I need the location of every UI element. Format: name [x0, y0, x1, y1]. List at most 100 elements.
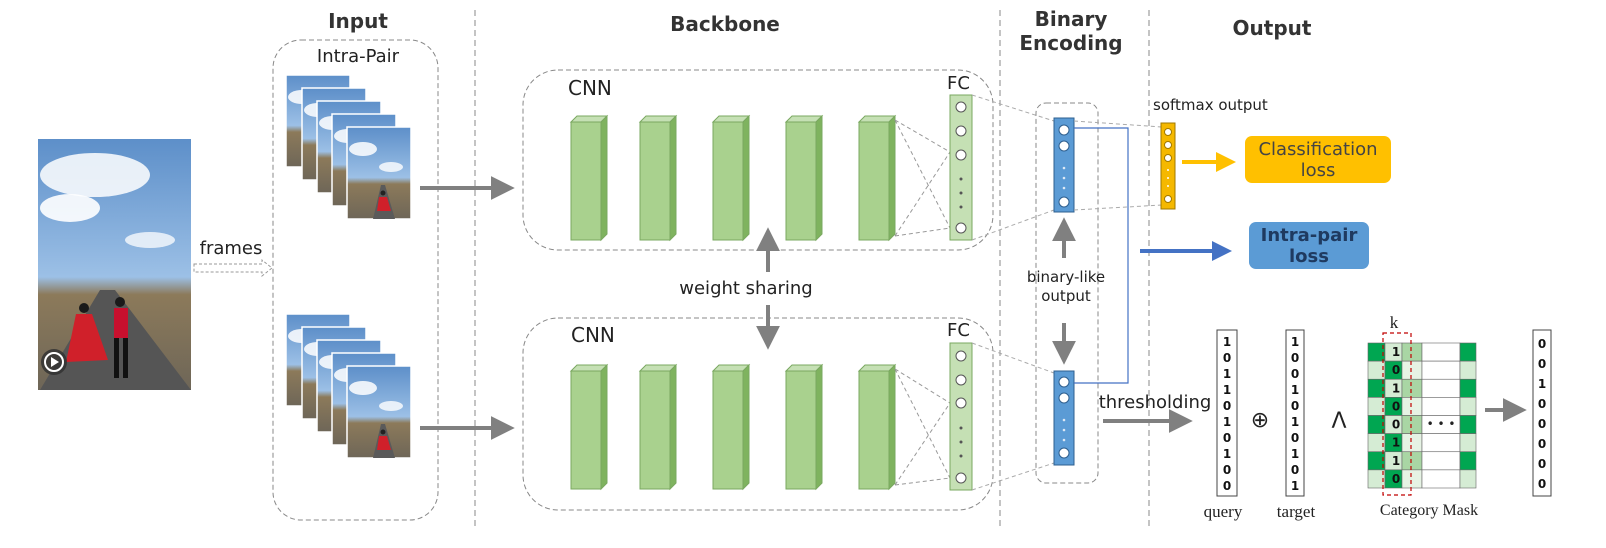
cnn-blocks-bottom [570, 364, 896, 490]
bit: 1 [1223, 335, 1231, 349]
mask-cell [1459, 342, 1477, 362]
k-bit: 1 [1392, 454, 1400, 468]
bit: 1 [1291, 335, 1299, 349]
query-vector [1216, 329, 1238, 497]
bit: 0 [1223, 479, 1231, 493]
bit: 1 [1223, 415, 1231, 429]
cnn-container-bottom [522, 317, 994, 511]
header-binary-encoding-2: Encoding [1019, 31, 1122, 55]
cnn-fc-connections [894, 119, 951, 486]
fc-label-top: FC [947, 73, 970, 94]
mask-cell [1421, 469, 1461, 489]
bit: 0 [1291, 351, 1299, 365]
cnn-label-bottom: CNN [571, 323, 615, 347]
intra-pair-loss-label-1: Intra-pair [1261, 225, 1358, 246]
intra-pair-label: Intra-Pair [317, 46, 400, 67]
binary-encoding-container [1035, 102, 1099, 484]
header-output: Output [1233, 16, 1312, 40]
header-input: Input [328, 9, 388, 33]
weight-sharing-label: weight sharing [679, 278, 812, 299]
k-bit: 1 [1392, 436, 1400, 450]
binary-vector-bottom [1053, 370, 1075, 466]
cnn-label-top: CNN [568, 76, 612, 100]
bit: 0 [1538, 397, 1546, 411]
query-label: query [1204, 502, 1243, 521]
result-vector [1532, 329, 1552, 497]
mask-cell [1401, 378, 1423, 398]
bit: 1 [1223, 367, 1231, 381]
softmax-connections [1073, 120, 1163, 211]
intra-pair-connection [1074, 127, 1129, 384]
mask-cell [1421, 451, 1461, 471]
bit: 1 [1223, 447, 1231, 461]
cnn-blocks-top [570, 115, 896, 241]
k-bit: 0 [1392, 399, 1400, 413]
k-highlight [1382, 332, 1412, 496]
mask-ellipsis: • • • [1427, 417, 1456, 431]
intra-pair-loss-label-2: loss [1289, 246, 1329, 267]
mask-cell [1421, 378, 1461, 398]
mask-cell [1401, 451, 1423, 471]
category-mask-label: Category Mask [1380, 502, 1478, 519]
frame-stack-top [285, 74, 412, 220]
bit: 1 [1223, 383, 1231, 397]
bit: 1 [1291, 479, 1299, 493]
bit: 0 [1538, 417, 1546, 431]
k-bit: 0 [1392, 418, 1400, 432]
k-bit: 1 [1392, 345, 1400, 359]
classification-loss-label-1: Classification [1258, 139, 1377, 160]
binary-like-label-2: output [1041, 287, 1091, 305]
bit: 0 [1291, 399, 1299, 413]
bit: 1 [1291, 415, 1299, 429]
mask-cell [1421, 433, 1461, 453]
header-binary-encoding-1: Binary [1035, 7, 1108, 31]
mask-cell [1401, 360, 1423, 380]
mask-cell [1459, 469, 1477, 489]
mask-cell [1421, 360, 1461, 380]
xor-symbol: ⊕ [1251, 408, 1269, 433]
bit: 0 [1291, 431, 1299, 445]
bit: 1 [1291, 447, 1299, 461]
and-symbol: Λ [1331, 409, 1346, 434]
fc-binary-connections [971, 94, 1055, 491]
softmax-output-label: softmax output [1153, 96, 1268, 114]
fc-vector-top [949, 94, 973, 241]
fc-label-bottom: FC [947, 320, 970, 341]
source-video-image [38, 139, 191, 390]
intra-pair-loss-box [1249, 222, 1369, 269]
bit: 0 [1291, 463, 1299, 477]
binary-vector-top [1053, 117, 1075, 213]
bit: 0 [1538, 337, 1546, 351]
mask-cell [1459, 360, 1477, 380]
target-label: target [1277, 502, 1316, 521]
thresholding-label: thresholding [1099, 392, 1212, 413]
k-bit: 0 [1392, 472, 1400, 486]
bit: 0 [1223, 351, 1231, 365]
target-vector [1285, 329, 1305, 497]
bit: 0 [1538, 437, 1546, 451]
header-backbone: Backbone [670, 12, 780, 36]
mask-cell [1367, 397, 1386, 416]
mask-cell [1459, 433, 1477, 453]
bit: 1 [1538, 377, 1546, 391]
mask-cell [1401, 469, 1423, 489]
bit: 0 [1538, 457, 1546, 471]
mask-cell [1459, 397, 1477, 416]
mask-cell [1401, 397, 1423, 416]
mask-cell [1459, 415, 1477, 434]
frames-arrow [193, 258, 273, 278]
bit: 0 [1538, 477, 1546, 491]
mask-cell [1459, 378, 1477, 398]
mask-cell [1459, 451, 1477, 471]
bit: 0 [1223, 463, 1231, 477]
mask-cell [1421, 342, 1461, 362]
mask-cell [1401, 415, 1423, 434]
softmax-vector [1160, 122, 1176, 210]
k-bit: 0 [1392, 363, 1400, 377]
bit: 0 [1223, 399, 1231, 413]
